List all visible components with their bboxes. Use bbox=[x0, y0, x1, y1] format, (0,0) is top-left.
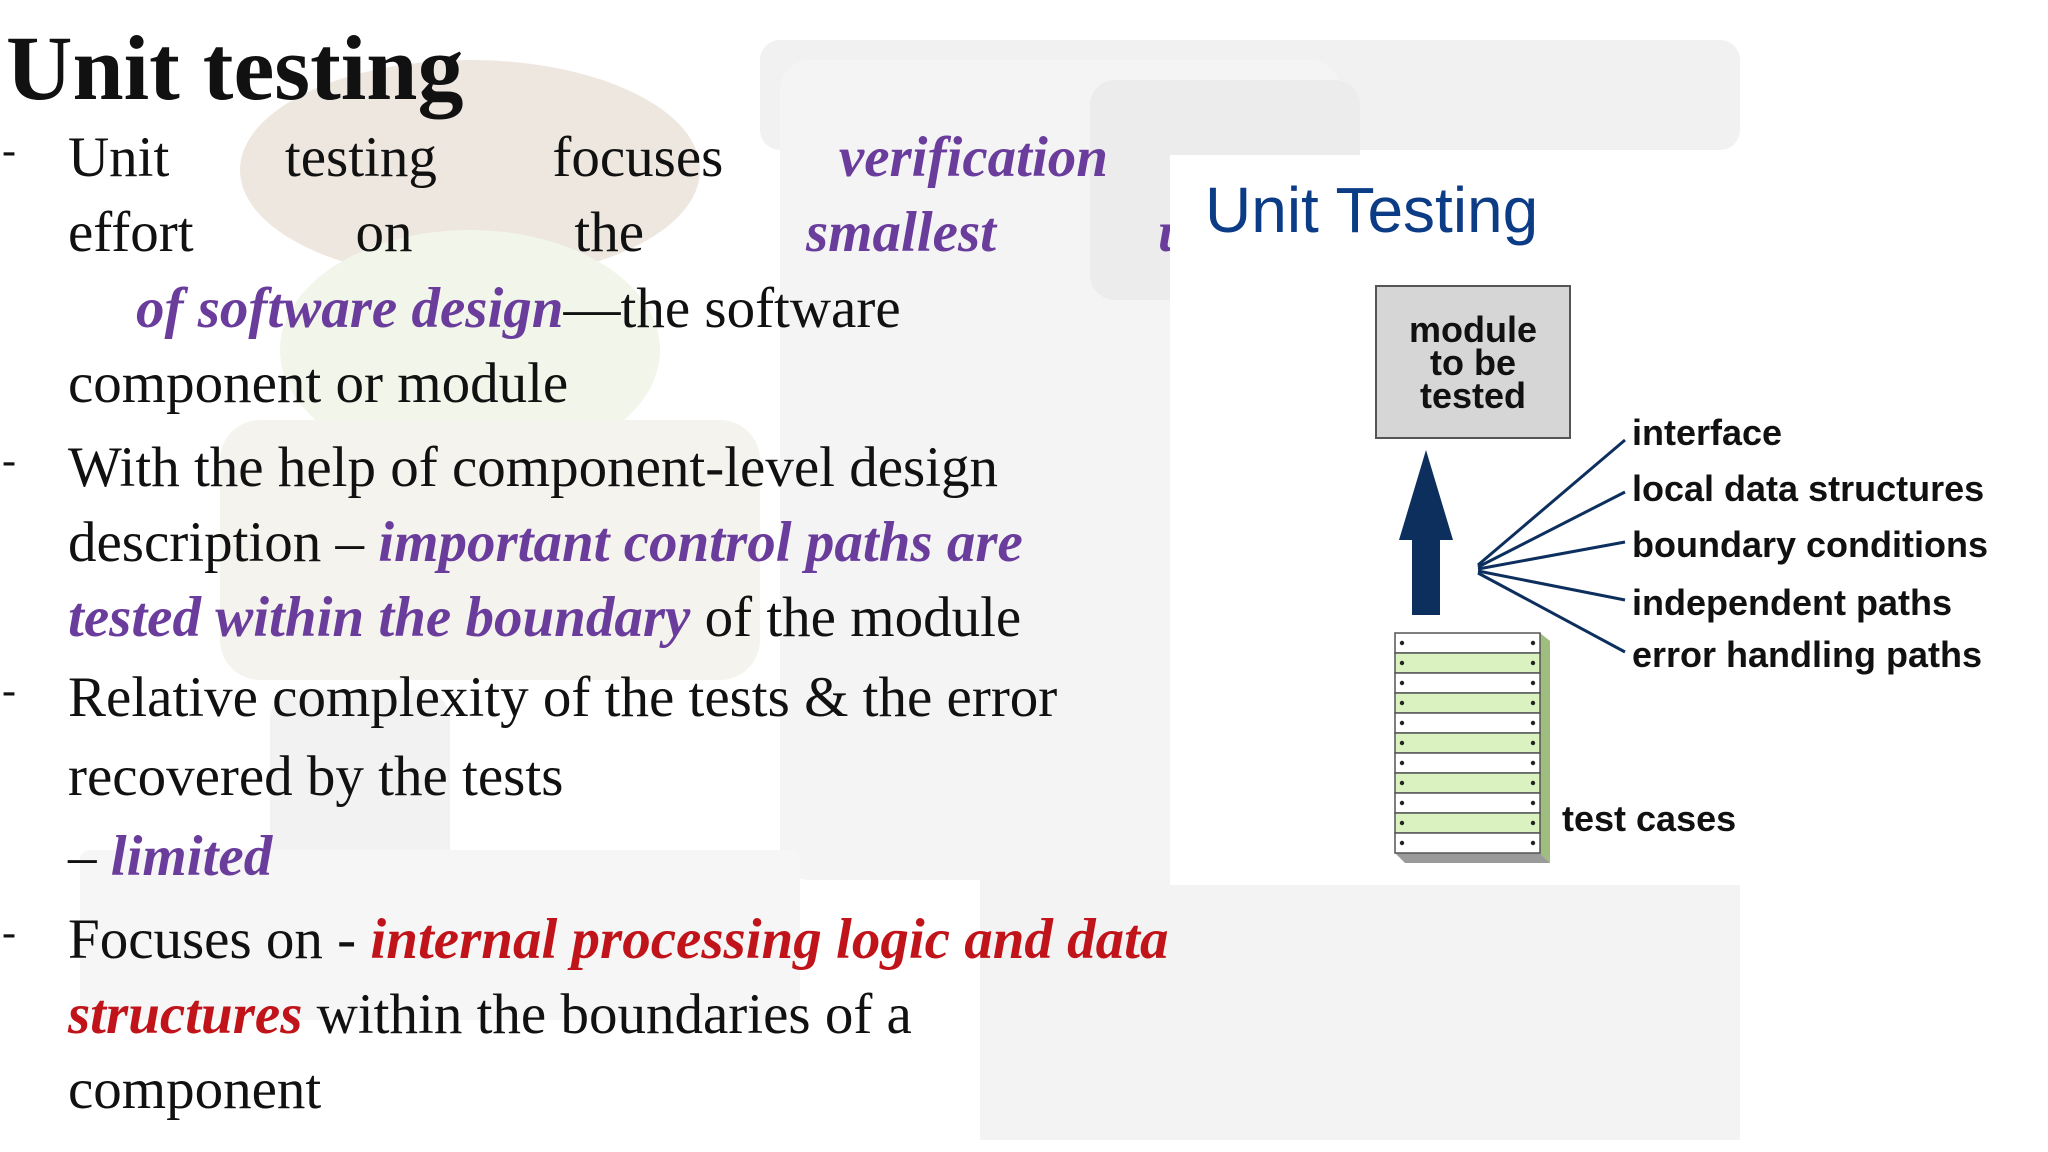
test-case-row bbox=[1394, 832, 1541, 854]
stack-bottom bbox=[1395, 853, 1550, 863]
bullet-2-line-2: description – important control paths ar… bbox=[68, 511, 1023, 575]
text-run: effort bbox=[68, 201, 194, 264]
text-run: component bbox=[68, 1058, 322, 1121]
test-cases-label: test cases bbox=[1562, 798, 1737, 839]
diagram-graphics bbox=[1394, 438, 1626, 863]
text-run: verification bbox=[838, 126, 1108, 189]
test-cases-stack bbox=[1394, 632, 1550, 863]
text-run: internal processing logic and data bbox=[370, 908, 1169, 971]
connector-independent-paths bbox=[1477, 569, 1626, 602]
bullet-list: - Unit testing focuses verification effort on t… bbox=[2, 126, 1253, 1122]
bullet-3-line-1: Relative complexity of the tests & the e… bbox=[68, 666, 1057, 730]
text-run: Focuses on - bbox=[68, 908, 371, 971]
text-run: on bbox=[355, 201, 413, 264]
row-dot bbox=[1399, 840, 1405, 846]
row-dot bbox=[1530, 740, 1536, 746]
row-dot bbox=[1530, 660, 1536, 666]
row-dot bbox=[1399, 800, 1405, 806]
row-dot bbox=[1530, 640, 1536, 646]
row-dot bbox=[1530, 780, 1536, 786]
text-run: smallest bbox=[805, 201, 996, 264]
row-dot bbox=[1399, 680, 1405, 686]
connector-interface bbox=[1477, 438, 1626, 567]
text-run: focuses bbox=[552, 126, 724, 189]
test-case-row bbox=[1394, 652, 1541, 674]
test-case-row bbox=[1394, 732, 1541, 754]
bullet-1-line-2: effortonthesmallestunit bbox=[68, 201, 1253, 265]
connector-boundary-conditions bbox=[1477, 540, 1626, 571]
text-run: tested within the boundary bbox=[68, 586, 691, 649]
factor-label-local-data-structures: local data structures bbox=[1632, 468, 1985, 509]
text-run: important control paths are bbox=[378, 511, 1023, 574]
test-case-row bbox=[1394, 632, 1541, 654]
test-case-row bbox=[1394, 812, 1541, 834]
row-dot bbox=[1399, 740, 1405, 746]
text-run: of the module bbox=[690, 586, 1022, 649]
row-dot bbox=[1399, 720, 1405, 726]
test-case-row bbox=[1394, 792, 1541, 814]
row-dot bbox=[1530, 800, 1536, 806]
row-dot bbox=[1399, 640, 1405, 646]
bullet-marker: - bbox=[2, 668, 16, 714]
stack-side bbox=[1540, 633, 1550, 863]
test-case-row bbox=[1394, 752, 1541, 774]
bullet-1-line-4: component or module bbox=[68, 352, 568, 416]
text-run: Relative complexity of the tests & the e… bbox=[68, 666, 1058, 729]
text-run: —the software bbox=[563, 277, 901, 340]
factor-label-interface: interface bbox=[1632, 412, 1783, 453]
text-run: Unit bbox=[68, 126, 170, 189]
test-case-row bbox=[1394, 692, 1541, 714]
bullet-3-line-3: – limited bbox=[68, 825, 272, 889]
factor-label-boundary-conditions: boundary conditions bbox=[1632, 524, 1988, 565]
bullet-2-line-1: With the help of component-level design bbox=[68, 436, 998, 500]
text-run: testing bbox=[284, 126, 437, 189]
bullet-3-line-2: recovered by the tests bbox=[68, 745, 563, 809]
row-dot bbox=[1530, 840, 1536, 846]
text-run: description – bbox=[68, 511, 379, 574]
row-dot bbox=[1399, 820, 1405, 826]
bullet-4-line-2: structures within the boundaries of a bbox=[68, 983, 912, 1047]
text-run: structures bbox=[68, 983, 303, 1046]
bullet-4-line-1: Focuses on - internal processing logic a… bbox=[68, 908, 1169, 972]
text-run: With the help of component-level design bbox=[68, 436, 999, 499]
connector-local-data-structures bbox=[1477, 490, 1626, 569]
factor-label-error-handling-paths: error handling paths bbox=[1632, 634, 1983, 675]
test-case-row bbox=[1394, 672, 1541, 694]
bullet-1-line-1: Unit testing focuses verification bbox=[68, 126, 1108, 190]
row-dot bbox=[1530, 680, 1536, 686]
row-dot bbox=[1399, 660, 1405, 666]
row-dot bbox=[1399, 760, 1405, 766]
bullet-marker: - bbox=[2, 128, 16, 174]
factor-connector-lines bbox=[1477, 438, 1626, 654]
text-run: limited bbox=[110, 825, 273, 888]
bullet-2-line-3: tested within the boundary of the module bbox=[68, 586, 1021, 650]
row-dot bbox=[1399, 700, 1405, 706]
bullet-4-line-3: component bbox=[68, 1058, 321, 1122]
text-run: recovered by the tests bbox=[68, 745, 564, 808]
factor-label-independent-paths: independent paths bbox=[1632, 582, 1953, 623]
text-run: – bbox=[68, 825, 111, 888]
text-run: of software design bbox=[136, 277, 564, 340]
bullet-marker: - bbox=[2, 910, 16, 956]
row-dot bbox=[1530, 820, 1536, 826]
row-dot bbox=[1530, 760, 1536, 766]
row-dot bbox=[1530, 720, 1536, 726]
bullet-1-line-3: of software design—the software bbox=[136, 277, 901, 341]
connector-error-handling-paths bbox=[1477, 571, 1626, 654]
bullet-marker: - bbox=[2, 438, 16, 484]
test-case-row bbox=[1394, 772, 1541, 794]
text-run: within the boundaries of a bbox=[302, 983, 912, 1046]
text-run: component or module bbox=[68, 352, 569, 415]
up-arrow-icon bbox=[1399, 450, 1453, 615]
row-dot bbox=[1530, 700, 1536, 706]
test-case-row bbox=[1394, 712, 1541, 734]
text-run: the bbox=[574, 201, 645, 264]
row-dot bbox=[1399, 780, 1405, 786]
